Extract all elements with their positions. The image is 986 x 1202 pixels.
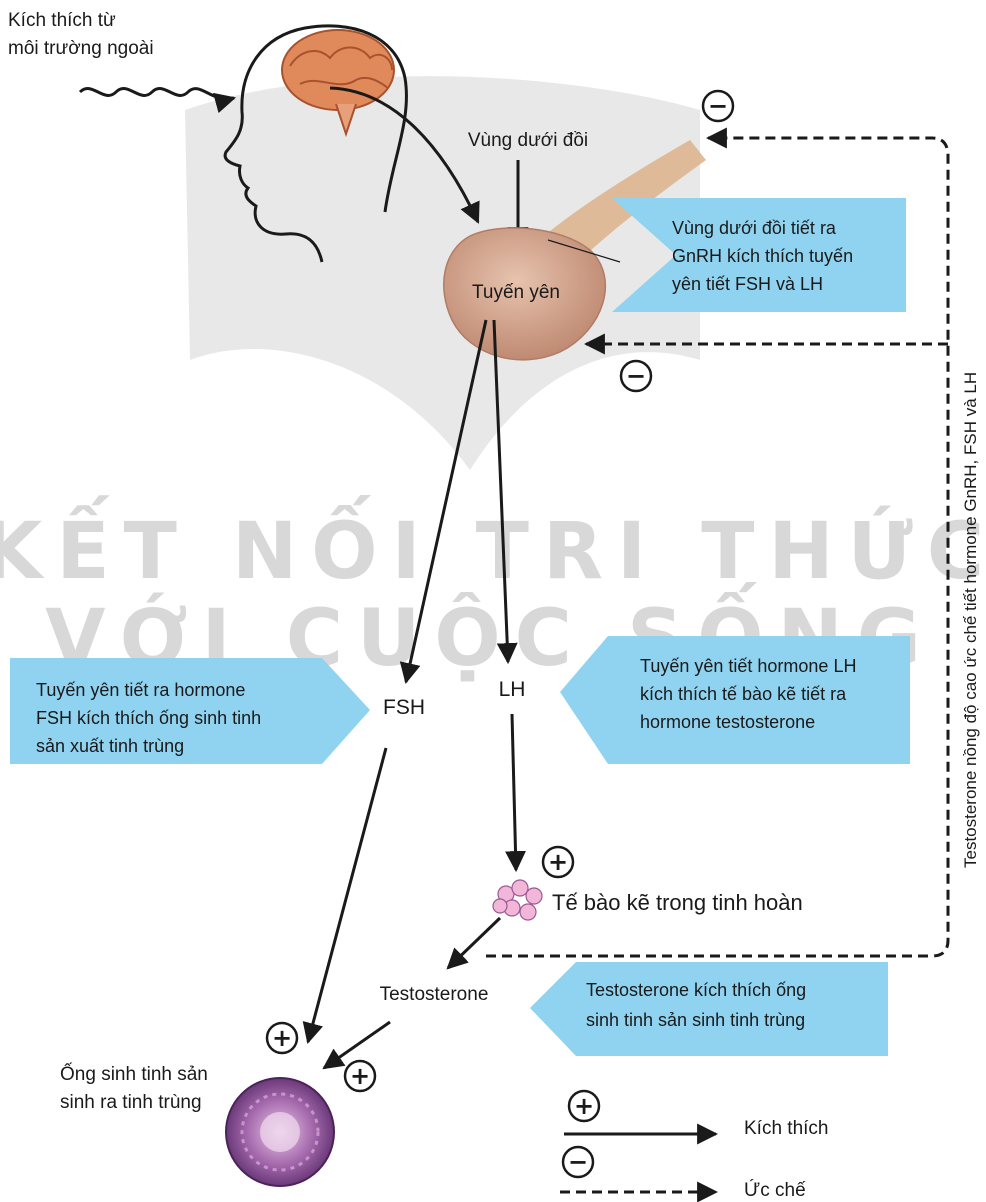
pituitary-to-lh-arrow <box>492 319 518 665</box>
legend: + Kích thích − Ức chế <box>560 1089 829 1202</box>
fsh-text-1: Tuyến yên tiết ra hormone <box>36 680 245 700</box>
cells-to-testosterone-arrow <box>446 916 502 970</box>
feedback-to-hypothalamus-arrow <box>486 127 950 958</box>
watermark: KẾT NỐI TRI THỨC VỚI CUỘC SỐNG <box>0 76 986 684</box>
testosterone-label: Testosterone <box>380 984 489 1005</box>
lh-callout <box>560 636 910 764</box>
testosterone-callout <box>530 962 888 1056</box>
lh-label: LH <box>499 678 526 701</box>
head-outline <box>223 24 408 263</box>
lh-text-3: hormone testosterone <box>640 712 815 732</box>
plus-icon-fsh: + <box>265 1021 299 1055</box>
brain-to-pituitary-arrow <box>329 86 480 224</box>
minus-icon-pituitary: − <box>619 359 653 393</box>
testosterone-to-tubule-arrow <box>322 1020 391 1070</box>
seminiferous-tubule-icon <box>225 1077 335 1187</box>
stimulus-arrow <box>78 87 237 114</box>
pituitary-to-fsh-arrow <box>399 319 488 685</box>
lh-to-cells-arrow <box>505 713 527 873</box>
plus-icon-cells: + <box>541 845 575 879</box>
svg-text:−: − <box>568 1148 588 1176</box>
svg-text:+: + <box>272 1024 292 1052</box>
legend-plus-icon: + <box>567 1089 601 1123</box>
fsh-callout <box>10 658 370 764</box>
pituitary-label: Tuyến yên <box>472 282 560 303</box>
gnrh-text-1: Vùng dưới đồi tiết ra <box>672 218 837 238</box>
svg-text:+: + <box>574 1092 594 1120</box>
gnrh-callout <box>612 198 906 312</box>
hypothalamus-label: Vùng dưới đồi <box>468 130 588 151</box>
svg-text:+: + <box>350 1062 370 1090</box>
svg-text:−: − <box>626 362 646 390</box>
svg-text:+: + <box>548 848 568 876</box>
fsh-label: FSH <box>383 696 425 719</box>
legend-stimulate-label: Kích thích <box>744 1118 829 1139</box>
brain-icon <box>281 29 395 138</box>
legend-inhibit-label: Ức chế <box>744 1179 806 1201</box>
watermark-line1: KẾT NỐI TRI THỨC <box>0 495 986 597</box>
fsh-text-3: sản xuất tinh trùng <box>36 736 184 756</box>
gnrh-text-2: GnRH kích thích tuyến <box>672 246 853 266</box>
fsh-text-2: FSH kích thích ống sinh tinh <box>36 708 261 728</box>
gnrh-text-3: yên tiết FSH và LH <box>672 274 823 294</box>
gnrh-leader-line <box>547 239 621 263</box>
testosterone-text-1: Testosterone kích thích ống <box>586 980 806 1000</box>
stimulus-label-line1: Kích thích từ <box>8 10 116 31</box>
svg-text:−: − <box>708 92 728 120</box>
tubule-label-line2: sinh ra tinh trùng <box>60 1092 202 1113</box>
lh-text-2: kích thích tế bào kẽ tiết ra <box>640 684 847 704</box>
minus-icon-hypothalamus: − <box>701 89 735 123</box>
tubule-label-line1: Ống sinh tinh sản <box>60 1063 208 1085</box>
interstitial-cells-icon <box>492 879 543 921</box>
stimulus-label-line2: môi trường ngoài <box>8 38 154 59</box>
lh-text-1: Tuyến yên tiết hormone LH <box>640 656 856 676</box>
watermark-logo <box>185 76 700 470</box>
testosterone-text-2: sinh tinh sản sinh tinh trùng <box>586 1010 805 1030</box>
fsh-to-tubule-arrow <box>302 747 388 1045</box>
feedback-label: Testosterone nồng độ cao ức chế tiết hor… <box>961 372 980 868</box>
legend-minus-icon: − <box>561 1145 595 1179</box>
interstitial-cells-label: Tế bào kẽ trong tinh hoàn <box>552 890 803 915</box>
plus-icon-testosterone: + <box>343 1059 377 1093</box>
